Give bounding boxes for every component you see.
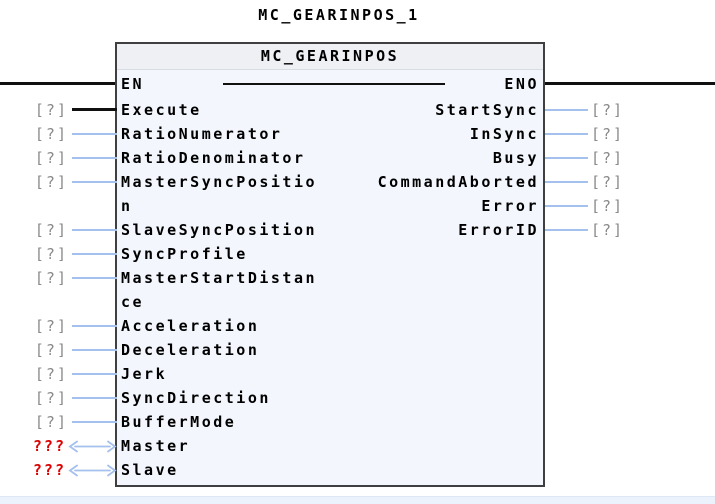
output-pin-label: ErrorID [458,221,539,239]
input-pin-row: [?] BufferMode [35,410,340,434]
en-pin-label: EN [121,75,145,93]
output-wire [545,157,588,159]
input-pin-row: [?] SlaveSyncPosition [35,218,340,242]
output-pin-label: StartSync [435,101,539,119]
input-pin-row: ??? Slave [33,458,340,482]
input-pin-row: [?] RatioNumerator [35,122,340,146]
output-value-marker[interactable]: [?] [591,197,625,215]
input-pin-label: Deceleration [121,341,260,359]
input-wire [72,108,117,111]
input-pin-label: Master [121,437,191,455]
input-wire [72,181,117,183]
input-value-marker[interactable]: [?] [34,341,68,359]
missing-operand-marker[interactable]: ??? [32,437,66,455]
input-pin-row: [?] SyncDirection [35,386,340,410]
input-wire [72,277,117,279]
input-value-marker[interactable]: [?] [34,149,68,167]
input-pin-label: RatioDenominator [121,149,306,167]
input-value-marker[interactable]: [?] [34,125,68,143]
input-pin-label: Jerk [121,365,168,383]
output-value-marker[interactable]: [?] [591,173,625,191]
next-network-strip [0,496,715,504]
en-eno-wire [223,83,445,85]
inout-arrow-icon [68,464,117,477]
input-wire [72,133,117,135]
input-wire [72,421,117,423]
output-pin-row: ErrorID [?] [339,218,715,242]
input-pin-label: MasterSyncPosition [121,173,318,215]
input-pin-label: BufferMode [121,413,237,431]
input-pin-row: [?] MasterSyncPosition [35,170,340,218]
input-pin-row: [?] SyncProfile [35,242,340,266]
input-value-marker[interactable]: [?] [34,389,68,407]
output-pin-row: InSync [?] [339,122,715,146]
eno-rail-wire [545,82,715,85]
output-value-marker[interactable]: [?] [591,221,625,239]
input-value-marker[interactable]: [?] [34,269,68,287]
output-pins: StartSync[?]InSync[?]Busy[?]CommandAbort… [339,98,715,242]
input-wire [72,325,117,327]
input-pin-row: [?] Deceleration [35,338,340,362]
input-value-marker[interactable]: [?] [34,413,68,431]
output-wire [545,133,588,135]
output-pin-label: Error [481,197,539,215]
en-rail-wire [0,82,115,85]
output-pin-row: Error [?] [339,194,715,218]
input-pin-label: SyncDirection [121,389,271,407]
output-pin-row: CommandAborted [?] [339,170,715,194]
output-pin-row: Busy [?] [339,146,715,170]
input-value-marker[interactable]: [?] [34,101,68,119]
output-value-marker[interactable]: [?] [591,125,625,143]
output-value-marker[interactable]: [?] [591,101,625,119]
input-pin-label: Execute [121,101,202,119]
function-block[interactable]: MC_GEARINPOS [115,42,545,487]
block-type-name[interactable]: MC_GEARINPOS [117,44,543,70]
input-value-marker[interactable]: [?] [34,245,68,263]
block-instance-name[interactable]: MC_GEARINPOS_1 [258,6,420,24]
eno-pin-label: ENO [504,75,539,93]
input-pin-label: Slave [121,461,179,479]
input-pin-label: Acceleration [121,317,260,335]
inout-arrow-icon [68,440,117,453]
input-pin-row: [?] Execute [35,98,340,122]
missing-operand-marker[interactable]: ??? [32,461,66,479]
input-pin-label: RatioNumerator [121,125,283,143]
input-pin-row: [?] RatioDenominator [35,146,340,170]
output-wire [545,229,588,231]
input-wire [72,349,117,351]
input-wire [72,373,117,375]
input-value-marker[interactable]: [?] [34,317,68,335]
output-pin-label: InSync [469,125,539,143]
input-value-marker[interactable]: [?] [34,365,68,383]
output-wire [545,205,588,207]
input-wire [72,253,117,255]
input-pin-label: SyncProfile [121,245,248,263]
output-wire [545,109,588,111]
input-pin-row: [?] MasterStartDistance [35,266,340,314]
input-pin-row: ??? Master [33,434,340,458]
output-wire [545,181,588,183]
output-pin-label: CommandAborted [377,173,539,191]
output-pin-row: StartSync [?] [339,98,715,122]
input-pin-row: [?] Jerk [35,362,340,386]
input-wire [72,157,117,159]
input-wire [72,397,117,399]
output-pin-label: Busy [492,149,539,167]
input-pin-row: [?] Acceleration [35,314,340,338]
input-wire [72,229,117,231]
input-value-marker[interactable]: [?] [34,221,68,239]
input-pins: [?] Execute [?] RatioNumerator [?] RatioDenom… [33,98,340,482]
input-pin-label: MasterStartDistance [121,269,318,311]
output-value-marker[interactable]: [?] [591,149,625,167]
input-value-marker[interactable]: [?] [34,173,68,191]
input-pin-label: SlaveSyncPosition [121,221,318,239]
